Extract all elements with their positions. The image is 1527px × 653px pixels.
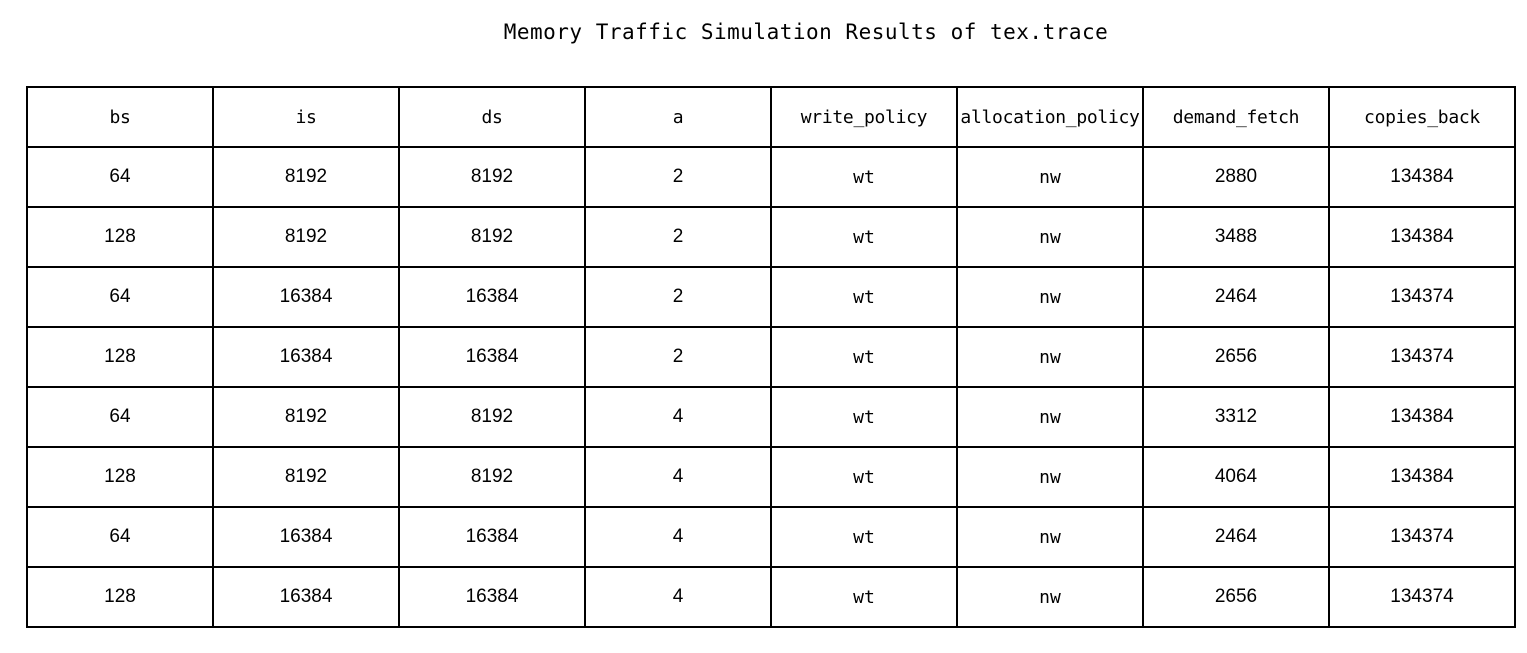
cell-ds: 16384 [398,566,586,628]
column-header-allocation-policy: allocation_policy [956,86,1144,148]
column-header-copies-back: copies_back [1328,86,1516,148]
cell-allocation-policy: nw [956,566,1144,628]
column-header-ds: ds [398,86,586,148]
cell-is: 8192 [212,146,400,208]
cell-ds: 16384 [398,506,586,568]
cell-copies-back: 134374 [1328,326,1516,388]
cell-bs: 128 [26,206,214,268]
cell-bs: 64 [26,146,214,208]
cell-copies-back: 134374 [1328,566,1516,628]
cell-demand-fetch: 2464 [1142,266,1330,328]
cell-a: 4 [584,386,772,448]
cell-write-policy: wt [770,206,958,268]
cell-a: 2 [584,206,772,268]
cell-demand-fetch: 2880 [1142,146,1330,208]
column-header-write-policy: write_policy [770,86,958,148]
cell-demand-fetch: 2656 [1142,326,1330,388]
cell-copies-back: 134384 [1328,386,1516,448]
cell-bs: 64 [26,506,214,568]
cell-write-policy: wt [770,506,958,568]
cell-write-policy: wt [770,326,958,388]
cell-bs: 128 [26,326,214,388]
cell-copies-back: 134374 [1328,506,1516,568]
cell-copies-back: 134384 [1328,206,1516,268]
cell-demand-fetch: 4064 [1142,446,1330,508]
cell-copies-back: 134374 [1328,266,1516,328]
cell-demand-fetch: 2656 [1142,566,1330,628]
results-table: bs is ds a write_policy allocation_polic… [26,86,1516,628]
cell-write-policy: wt [770,566,958,628]
cell-is: 16384 [212,326,400,388]
cell-write-policy: wt [770,266,958,328]
cell-ds: 8192 [398,146,586,208]
header-row: bs is ds a write_policy allocation_polic… [26,86,1516,148]
cell-write-policy: wt [770,386,958,448]
cell-a: 2 [584,146,772,208]
cell-allocation-policy: nw [956,326,1144,388]
cell-a: 2 [584,326,772,388]
cell-allocation-policy: nw [956,506,1144,568]
cell-a: 4 [584,566,772,628]
cell-allocation-policy: nw [956,446,1144,508]
cell-bs: 128 [26,566,214,628]
cell-demand-fetch: 3312 [1142,386,1330,448]
cell-is: 16384 [212,266,400,328]
cell-demand-fetch: 2464 [1142,506,1330,568]
cell-bs: 64 [26,266,214,328]
cell-allocation-policy: nw [956,146,1144,208]
chart-title: Memory Traffic Simulation Results of tex… [503,20,1109,44]
cell-demand-fetch: 3488 [1142,206,1330,268]
column-header-demand-fetch: demand_fetch [1142,86,1330,148]
cell-bs: 64 [26,386,214,448]
cell-ds: 8192 [398,206,586,268]
cell-write-policy: wt [770,446,958,508]
cell-write-policy: wt [770,146,958,208]
cell-a: 4 [584,506,772,568]
cell-is: 16384 [212,506,400,568]
cell-bs: 128 [26,446,214,508]
cell-ds: 16384 [398,326,586,388]
cell-allocation-policy: nw [956,206,1144,268]
cell-allocation-policy: nw [956,266,1144,328]
cell-is: 8192 [212,386,400,448]
cell-copies-back: 134384 [1328,446,1516,508]
cell-ds: 8192 [398,386,586,448]
cell-ds: 16384 [398,266,586,328]
column-header-is: is [212,86,400,148]
cell-allocation-policy: nw [956,386,1144,448]
cell-ds: 8192 [398,446,586,508]
cell-a: 2 [584,266,772,328]
cell-is: 16384 [212,566,400,628]
cell-is: 8192 [212,206,400,268]
cell-copies-back: 134384 [1328,146,1516,208]
column-header-bs: bs [26,86,214,148]
cell-is: 8192 [212,446,400,508]
cell-a: 4 [584,446,772,508]
column-header-a: a [584,86,772,148]
